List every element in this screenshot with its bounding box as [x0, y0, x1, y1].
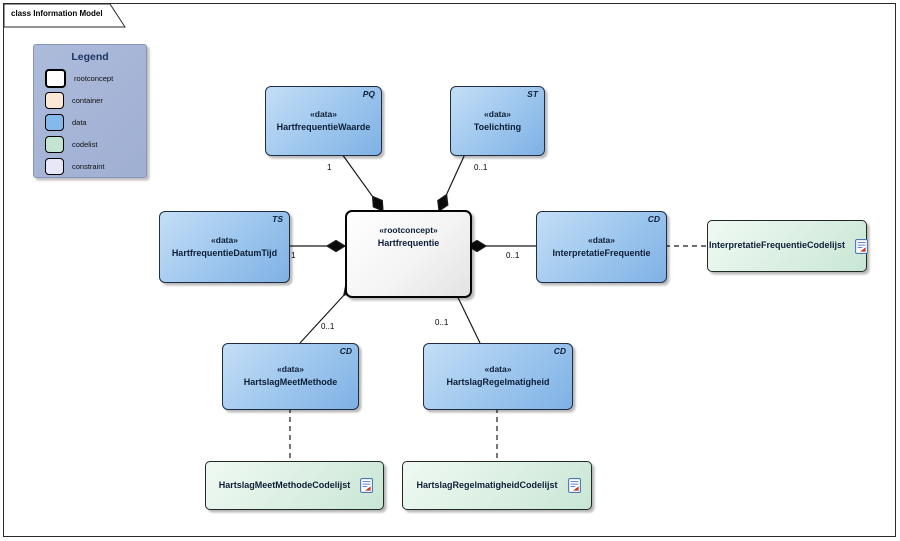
connector-toelichting[interactable] [437, 153, 466, 213]
multiplicity-label-hartslagmeetmethode: 0..1 [321, 322, 335, 331]
class-hartslagregelmatigheid[interactable]: CD «data» HartslagRegelmatigheid [423, 343, 573, 410]
legend-swatch-data [45, 113, 64, 131]
class-hartfrequentiewaarde[interactable]: PQ «data» HartfrequentieWaarde [265, 86, 382, 156]
multiplicity-label-hartfrequentiedatumtijd: 1 [291, 251, 296, 260]
legend-item-container: container [34, 89, 146, 111]
legend-item-codelist: codelist [34, 133, 146, 155]
legend-title: Legend [71, 51, 109, 63]
class-name-label: Toelichting [473, 121, 522, 132]
document-icon [855, 238, 868, 254]
class-hartslagmeetmethode[interactable]: CD «data» HartslagMeetMethode [222, 343, 359, 410]
class-hartfrequentiedatumtijd[interactable]: TS «data» HartfrequentieDatumTijd [159, 211, 290, 283]
class-name-label: HartfrequentieWaarde [276, 121, 371, 132]
composition-diamond-icon [437, 193, 449, 213]
document-icon [360, 478, 374, 493]
stereotype-label: «data» [277, 364, 304, 375]
class-name-label: HartslagRegelmatigheid [446, 377, 550, 388]
stereotype-label: «rootconcept» [379, 225, 438, 235]
multiplicity-label-hartslagregelmatigheid: 0..1 [435, 318, 449, 327]
legend-item-label: container [72, 95, 103, 105]
diagram-frame [3, 3, 896, 537]
legend-swatch-container [45, 91, 64, 109]
legend-item-data: data [34, 111, 146, 133]
datatype-label: CD [339, 346, 352, 356]
class-name-label: HartfrequentieDatumTijd [171, 247, 278, 258]
multiplicity-label-hartfrequentiewaarde: 1 [327, 163, 332, 172]
class-interpretatiefrequentie[interactable]: CD «data» InterpretatieFrequentie [536, 211, 667, 283]
legend-swatch-codelist [45, 135, 64, 153]
composition-diamond-icon [325, 239, 347, 253]
legend-item-label: codelist [72, 139, 98, 149]
codelist-interpretatiefrequentiecodelijst[interactable]: InterpretatieFrequentieCodelijst [707, 220, 868, 272]
stereotype-label: «data» [211, 234, 238, 245]
composition-diamond-icon [466, 239, 488, 253]
class-name-label: InterpretatieFrequentie [552, 247, 651, 258]
connector-interpretatiefrequentie[interactable] [466, 239, 536, 253]
legend: Legend rootconcept container data codeli… [33, 44, 147, 178]
datatype-label: TS [272, 214, 283, 224]
codelist-name-label: InterpretatieFrequentieCodelijst [708, 240, 846, 251]
multiplicity-label-toelichting: 0..1 [474, 163, 488, 172]
connector-hartfrequentiedatumtijd[interactable] [288, 239, 347, 253]
diagram-tab-label: class Information Model [11, 9, 103, 18]
class-name-label: Hartfrequentie [377, 238, 440, 248]
datatype-label: CD [553, 346, 566, 356]
legend-swatch-constraint [45, 157, 64, 175]
legend-swatch-rootconcept [45, 68, 66, 88]
datatype-label: CD [647, 214, 660, 224]
legend-item-label: rootconcept [74, 73, 114, 83]
multiplicity-label-interpretatiefrequentie: 0..1 [506, 251, 520, 260]
legend-item-rootconcept: rootconcept [34, 67, 146, 89]
datatype-label: PQ [362, 89, 375, 99]
diagram-tab [3, 3, 126, 28]
legend-item-label: data [72, 117, 87, 127]
stereotype-label: «data» [588, 234, 615, 245]
codelist-name-label: HartslagMeetMethodeCodelijst [218, 479, 351, 490]
connector-hartfrequentiewaarde[interactable] [341, 153, 384, 212]
document-icon [567, 478, 581, 493]
legend-item-label: constraint [72, 161, 105, 171]
class-hartfrequentie-rootconcept[interactable]: «rootconcept» Hartfrequentie [345, 210, 472, 298]
stereotype-label: «data» [310, 108, 337, 119]
legend-item-constraint: constraint [34, 155, 146, 177]
composition-diamond-icon [371, 195, 384, 212]
codelist-name-label: HartslagRegelmatigheidCodelijst [416, 479, 558, 490]
stereotype-label: «data» [484, 108, 511, 119]
class-name-label: HartslagMeetMethode [243, 377, 338, 388]
class-toelichting[interactable]: ST «data» Toelichting [450, 86, 545, 156]
stereotype-label: «data» [484, 364, 512, 375]
datatype-label: ST [527, 89, 538, 99]
codelist-hartslagmeetmethodecodelijst[interactable]: HartslagMeetMethodeCodelijst [205, 461, 384, 510]
codelist-hartslagregelmatigheidcodelijst[interactable]: HartslagRegelmatigheidCodelijst [402, 461, 592, 510]
